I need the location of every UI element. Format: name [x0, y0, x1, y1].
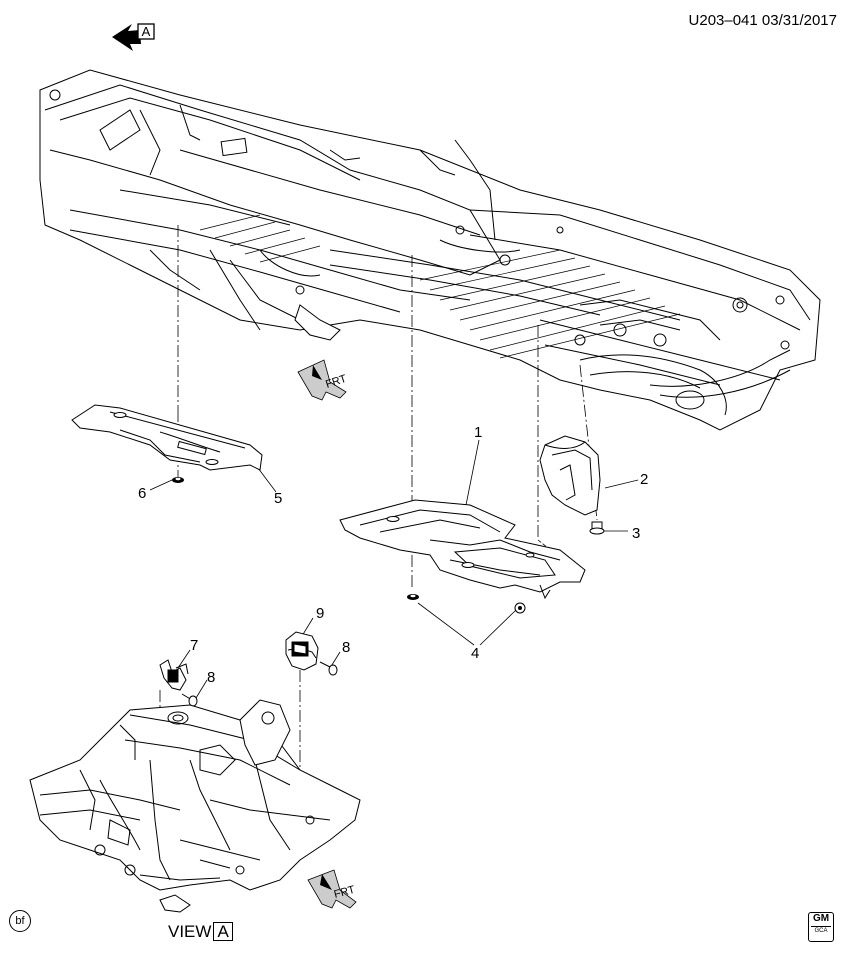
callout-6: 6 — [138, 485, 146, 502]
document-code: U203–041 03/31/2017 — [688, 12, 837, 29]
callout-1: 1 — [474, 424, 482, 441]
view-direction-arrow-icon: A — [112, 23, 155, 51]
part-6-washer — [172, 477, 184, 483]
front-direction-arrow-icon-lower: FRT — [307, 869, 357, 909]
part-8-bolt-right — [319, 661, 338, 676]
view-letter-box: A — [213, 922, 233, 941]
gm-logo-icon: GM GCA — [808, 912, 834, 942]
view-arrow-letter: A — [142, 24, 151, 39]
part-8-bolt-left — [181, 693, 198, 707]
view-label: VIEW — [168, 922, 212, 941]
callout-9: 9 — [316, 605, 324, 622]
callout-7: 7 — [190, 637, 198, 654]
part-4-nut-right — [514, 602, 526, 614]
callout-8-right: 8 — [342, 639, 350, 656]
bf-mark: bf — [9, 910, 31, 932]
callout-numbers: 1 2 3 4 5 6 7 8 8 9 — [138, 424, 648, 686]
callout-3: 3 — [632, 525, 640, 542]
part-1-skid-plate-main — [339, 499, 586, 600]
front-direction-arrow-icon: FRT — [297, 359, 348, 401]
callout-5: 5 — [274, 490, 282, 507]
part-4-washer-left — [407, 594, 419, 600]
part-7-bracket — [159, 659, 189, 691]
callout-4: 4 — [471, 645, 479, 662]
part-3-bolt — [589, 521, 605, 535]
callout-2: 2 — [640, 471, 648, 488]
chassis-frame-upper — [39, 69, 821, 431]
part-5-skid-plate-left — [71, 404, 263, 471]
frt-label-lower: FRT — [333, 884, 357, 901]
gm-logo-text: GM — [812, 913, 830, 924]
part-2-heat-shield — [539, 435, 601, 516]
part-9-bushing — [285, 631, 319, 671]
gm-logo-sub: GCA — [811, 926, 831, 935]
chassis-frame-lower — [29, 699, 361, 913]
callout-8-left: 8 — [207, 669, 215, 686]
